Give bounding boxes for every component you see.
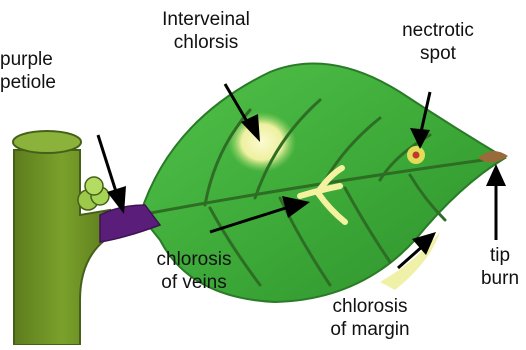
- label-chlorosis-of-veins: chlorosis of veins: [144, 248, 244, 294]
- label-purple-petiole: purple petiole: [0, 48, 78, 94]
- stem: [13, 131, 110, 345]
- label-interveinal-chlorosis: Interveinal chlorsis: [146, 8, 266, 54]
- label-chlorosis-of-margin: chlorosis of margin: [320, 295, 420, 341]
- interveinal-chlorosis-patch: [228, 112, 296, 172]
- label-tip-burn: tip burn: [474, 244, 526, 290]
- label-necrotic-spot: nectrotic spot: [388, 19, 488, 65]
- axillary-bud: [78, 177, 109, 210]
